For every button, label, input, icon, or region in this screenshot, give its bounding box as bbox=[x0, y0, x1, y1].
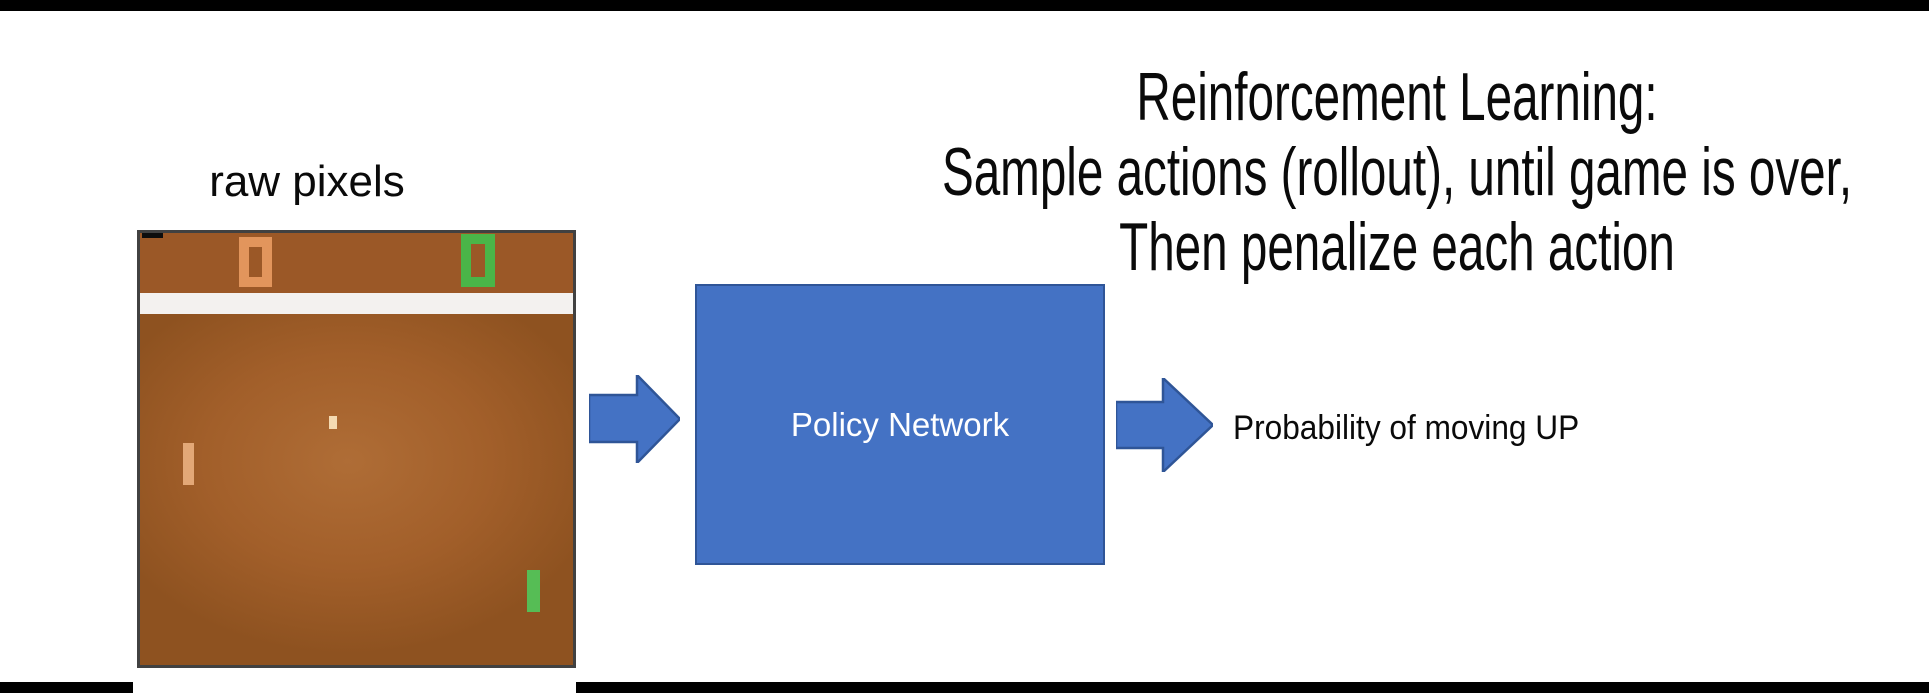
right-paddle bbox=[527, 570, 540, 612]
raw-pixels-label: raw pixels bbox=[209, 157, 405, 206]
title-line-2: Sample actions (rollout), until game is … bbox=[941, 134, 1853, 210]
input-arrow-icon bbox=[589, 375, 680, 463]
pong-game-screenshot bbox=[137, 230, 576, 668]
ball bbox=[329, 416, 337, 429]
slide-title: Reinforcement Learning: Sample actions (… bbox=[851, 60, 1929, 285]
title-line-3: Then penalize each action bbox=[1119, 209, 1675, 285]
playfield bbox=[140, 314, 573, 665]
left-score-digit bbox=[239, 237, 272, 287]
letterbox-bottom-bar-right bbox=[576, 682, 1929, 693]
policy-network-box: Policy Network bbox=[695, 284, 1105, 565]
left-paddle bbox=[183, 443, 194, 485]
title-line-1: Reinforcement Learning: bbox=[1136, 59, 1658, 135]
letterbox-bottom-bar-left bbox=[0, 682, 133, 693]
top-wall-band bbox=[140, 293, 573, 314]
output-probability-label: Probability of moving UP bbox=[1233, 409, 1580, 447]
output-arrow-icon bbox=[1116, 378, 1213, 472]
right-score-digit bbox=[461, 234, 495, 287]
policy-network-label: Policy Network bbox=[790, 405, 1010, 443]
screen-corner-notch bbox=[142, 233, 163, 238]
letterbox-top-bar bbox=[0, 0, 1929, 11]
